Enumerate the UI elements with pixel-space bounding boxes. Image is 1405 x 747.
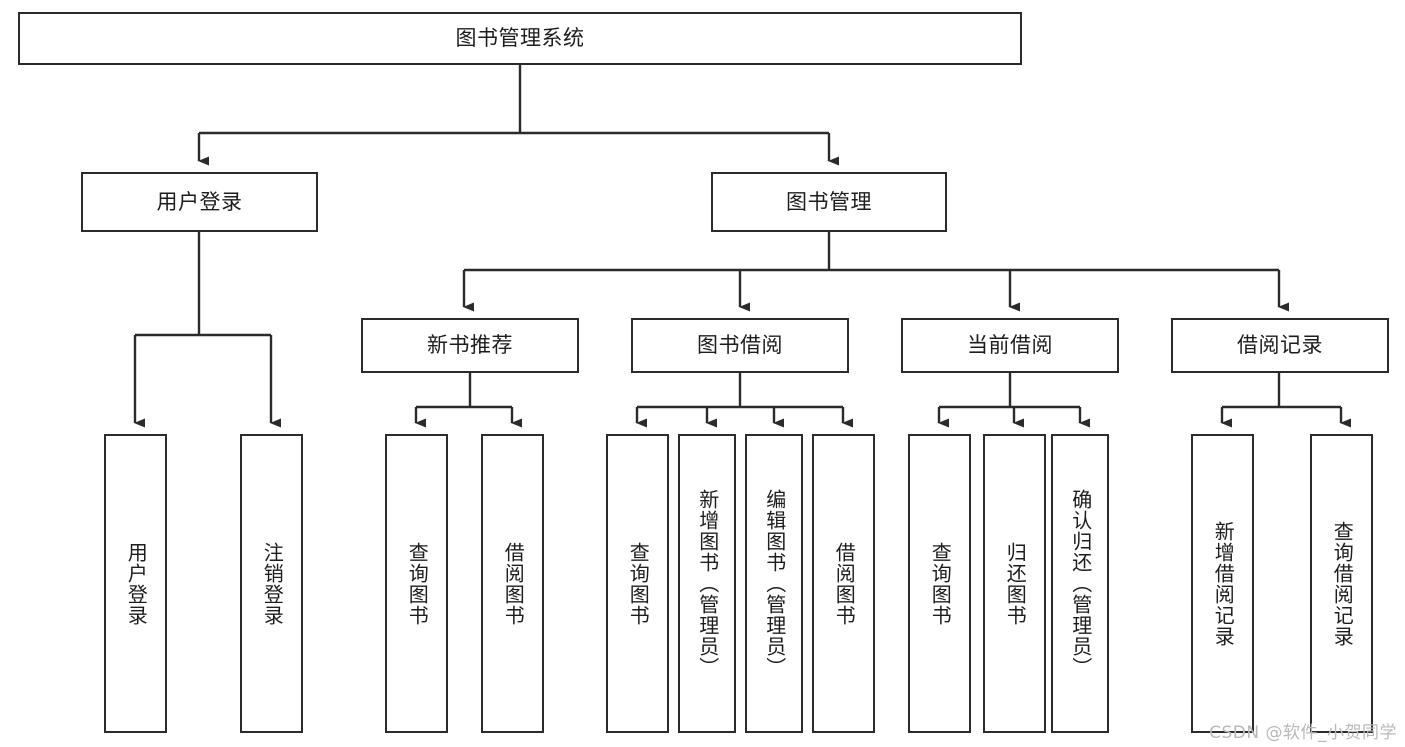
leaf-leaf-logout-login[interactable]: 注销登录 <box>240 434 303 733</box>
node-new-book-recommend-label: 新书推荐 <box>427 333 513 358</box>
leaf-leaf-query-book-1-label: 查询图书 <box>405 541 430 626</box>
node-new-book-recommend[interactable]: 新书推荐 <box>361 318 579 373</box>
node-book-borrow[interactable]: 图书借阅 <box>631 318 849 373</box>
node-book-borrow-label: 图书借阅 <box>697 333 783 358</box>
node-user-login-label: 用户登录 <box>156 189 243 214</box>
leaf-leaf-query-borrow-record[interactable]: 查询借阅记录 <box>1310 434 1373 733</box>
leaf-leaf-add-borrow-record-label: 新增借阅记录 <box>1211 520 1236 647</box>
leaf-leaf-confirm-return-admin-label: 确认归还（管理员） <box>1068 489 1093 678</box>
leaf-leaf-add-book-admin-label: 新增图书（管理员） <box>695 489 720 678</box>
leaf-leaf-borrow-book-1[interactable]: 借阅图书 <box>481 434 544 733</box>
leaf-leaf-return-book-label: 归还图书 <box>1003 541 1028 626</box>
node-user-login[interactable]: 用户登录 <box>81 172 318 232</box>
leaf-leaf-return-book[interactable]: 归还图书 <box>983 434 1046 733</box>
leaf-leaf-query-borrow-record-label: 查询借阅记录 <box>1330 520 1355 647</box>
node-current-borrow-label: 当前借阅 <box>967 333 1053 358</box>
leaf-leaf-add-borrow-record[interactable]: 新增借阅记录 <box>1191 434 1254 733</box>
leaf-leaf-confirm-return-admin[interactable]: 确认归还（管理员） <box>1051 434 1109 733</box>
leaf-leaf-borrow-book-2[interactable]: 借阅图书 <box>812 434 875 733</box>
leaf-leaf-borrow-book-1-label: 借阅图书 <box>501 541 526 626</box>
leaf-leaf-user-login[interactable]: 用户登录 <box>104 434 167 733</box>
node-book-management-label: 图书管理 <box>786 189 872 214</box>
node-borrow-record[interactable]: 借阅记录 <box>1171 318 1389 373</box>
node-current-borrow[interactable]: 当前借阅 <box>901 318 1119 373</box>
leaf-leaf-borrow-book-2-label: 借阅图书 <box>832 541 857 626</box>
leaf-leaf-user-login-label: 用户登录 <box>124 541 149 626</box>
leaf-leaf-logout-login-label: 注销登录 <box>260 541 285 626</box>
node-root-label: 图书管理系统 <box>455 26 585 51</box>
leaf-leaf-edit-book-admin-label: 编辑图书（管理员） <box>762 489 787 678</box>
leaf-leaf-query-book-2[interactable]: 查询图书 <box>606 434 669 733</box>
leaf-leaf-edit-book-admin[interactable]: 编辑图书（管理员） <box>745 434 803 733</box>
leaf-leaf-query-book-3[interactable]: 查询图书 <box>908 434 971 733</box>
leaf-leaf-query-book-2-label: 查询图书 <box>626 541 651 626</box>
leaf-leaf-query-book-3-label: 查询图书 <box>928 541 953 626</box>
leaf-leaf-query-book-1[interactable]: 查询图书 <box>385 434 448 733</box>
leaf-leaf-add-book-admin[interactable]: 新增图书（管理员） <box>678 434 736 733</box>
node-book-management[interactable]: 图书管理 <box>711 172 947 232</box>
connector-lines <box>133 65 1351 428</box>
node-root[interactable]: 图书管理系统 <box>18 12 1022 65</box>
node-borrow-record-label: 借阅记录 <box>1237 333 1323 358</box>
